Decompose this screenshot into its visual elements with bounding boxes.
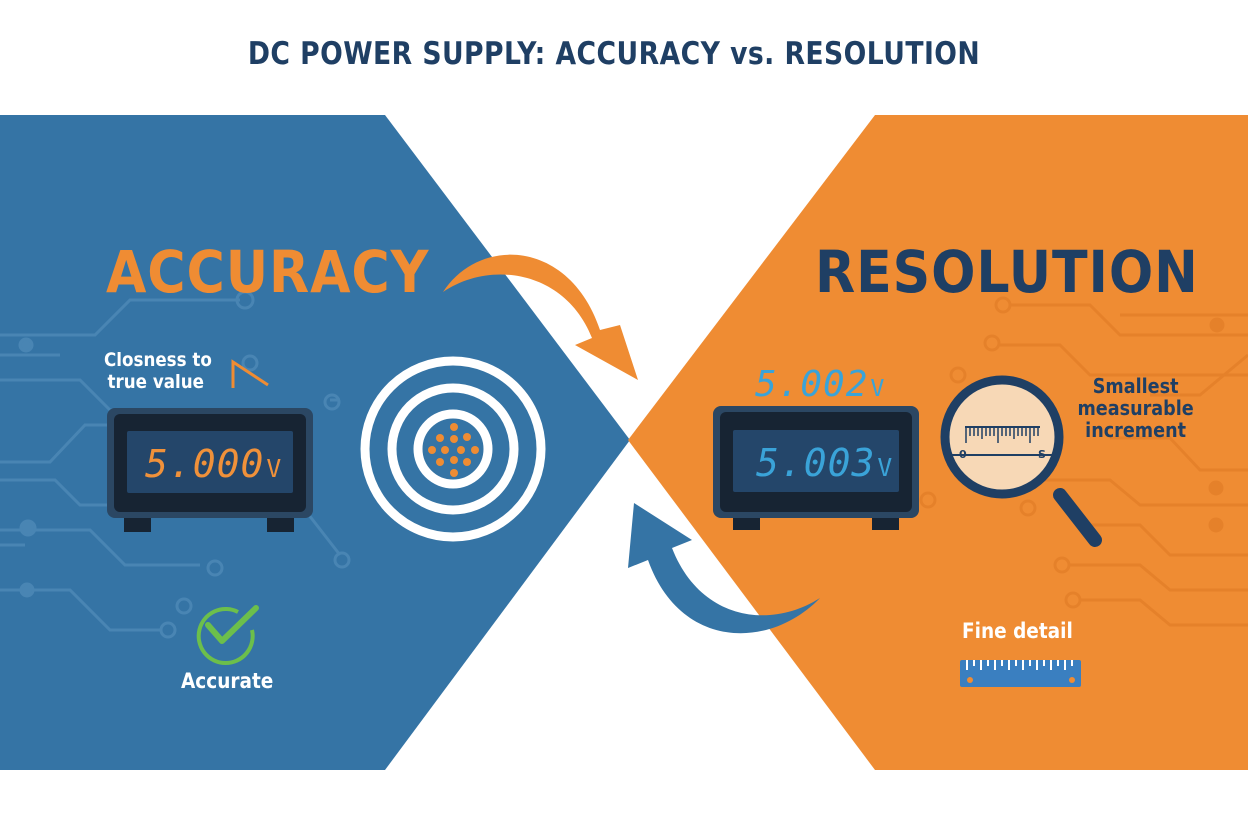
ruler-end-label: S — [1038, 448, 1046, 461]
ruler-icon — [960, 660, 1081, 687]
resolution-heading: RESOLUTION — [815, 238, 1199, 306]
resolution-floating-value: 5.002 — [755, 364, 869, 405]
resolution-caption: Smallest measurable increment — [1074, 375, 1197, 441]
orange-curved-arrow-icon — [443, 254, 638, 380]
accuracy-heading: ACCURACY — [106, 238, 430, 306]
circuit-traces-right — [840, 296, 1248, 627]
fine-detail-label: Fine detail — [962, 619, 1073, 643]
resolution-caption-line1: Smallest — [1092, 374, 1179, 398]
accuracy-meter-unit: V — [266, 454, 283, 483]
accuracy-caption-line1: Closness to — [104, 349, 212, 371]
resolution-meter-icon — [713, 406, 919, 530]
accuracy-meter-reading: 5.000V — [145, 442, 282, 486]
accuracy-caption-line2: true value — [107, 371, 204, 393]
accurate-label: Accurate — [181, 669, 274, 693]
accuracy-caption: Closness to true value — [104, 349, 212, 393]
resolution-floating-reading: 5.002V — [755, 364, 885, 405]
resolution-caption-line2: measurable — [1077, 396, 1194, 420]
circuit-traces-left — [0, 290, 351, 639]
accuracy-panel — [0, 115, 630, 770]
check-circle-icon — [196, 605, 259, 665]
angle-marker-icon — [231, 359, 269, 388]
resolution-meter-unit: V — [877, 453, 894, 482]
resolution-meter-reading: 5.003V — [756, 441, 893, 485]
magnifying-glass-ruler-icon — [940, 375, 1102, 547]
accuracy-meter-value: 5.000 — [145, 442, 265, 486]
ruler-start-label: 0 — [959, 448, 967, 461]
accuracy-meter-icon — [107, 408, 313, 532]
resolution-caption-line3: increment — [1085, 418, 1187, 442]
bullseye-target-icon — [360, 356, 546, 542]
blue-curved-arrow-icon — [628, 503, 820, 634]
resolution-floating-unit: V — [870, 374, 886, 402]
target-hits — [428, 423, 479, 477]
page-title: DC POWER SUPPLY: ACCURACY vs. RESOLUTION — [247, 36, 981, 72]
resolution-meter-value: 5.003 — [756, 441, 876, 485]
resolution-panel — [628, 115, 1248, 770]
